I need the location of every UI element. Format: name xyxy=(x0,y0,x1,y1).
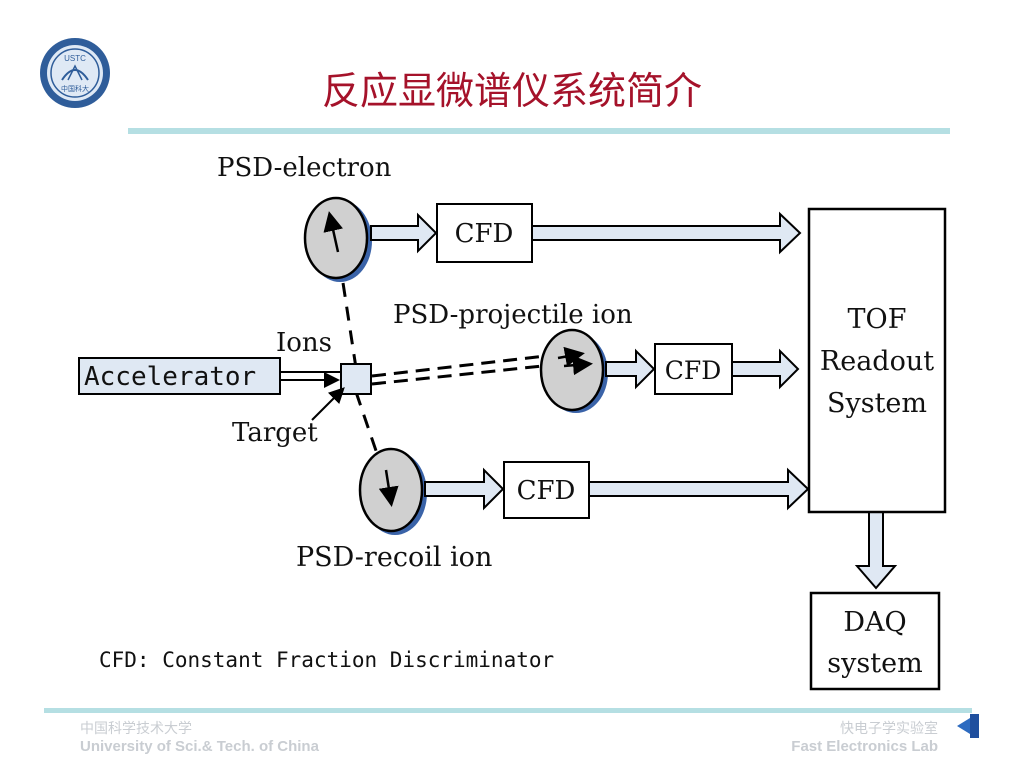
ustc-logo: USTC 中国科大 xyxy=(40,38,110,108)
daq-box xyxy=(809,591,941,691)
label-daq-line1: DAQ xyxy=(843,607,906,638)
label-psd-recoil: PSD-recoil ion xyxy=(296,542,492,573)
accelerator-box xyxy=(78,357,281,395)
arrow-cfd1-to-tof xyxy=(531,211,802,255)
arrow-cfd3-to-tof xyxy=(588,467,810,511)
footer-lab-cn: 快电子学实验室 xyxy=(840,720,938,736)
footer-university-en: University of Sci.& Tech. of China xyxy=(80,738,319,755)
label-cfd-electron: CFD xyxy=(455,219,514,249)
label-ions: Ions xyxy=(276,328,332,358)
cfd-box-projectile xyxy=(654,343,733,395)
label-daq-line2: system xyxy=(827,648,922,679)
psd-recoil-detector xyxy=(358,447,427,535)
label-tof-line1: TOF xyxy=(848,304,907,335)
label-accelerator: Accelerator xyxy=(84,362,256,392)
label-tof-line3: System xyxy=(827,388,927,419)
previous-slide-icon[interactable] xyxy=(955,712,981,740)
label-tof-line2: Readout xyxy=(820,346,934,377)
logo-text-bottom: 中国科大 xyxy=(61,84,89,93)
label-psd-electron: PSD-electron xyxy=(217,153,392,183)
arrow-tof-to-daq xyxy=(854,511,898,590)
psd-projectile-detector xyxy=(539,328,608,413)
tof-readout-box xyxy=(807,207,947,514)
slide-title: 反应显微谱仪系统简介 xyxy=(321,69,702,113)
psd-electron-detector xyxy=(303,196,372,282)
logo-text-top: USTC xyxy=(64,54,86,63)
arrow-cfd2-to-tof xyxy=(731,348,800,390)
projectile-trajectory xyxy=(371,350,581,386)
target-pointer xyxy=(311,387,345,421)
cfd-box-recoil xyxy=(503,461,590,519)
title-divider xyxy=(128,128,950,134)
label-cfd-projectile: CFD xyxy=(665,356,722,385)
arrow-recoil-to-cfd xyxy=(424,467,505,511)
footer-university-cn: 中国科学技术大学 xyxy=(80,720,192,736)
label-psd-projectile: PSD-projectile ion xyxy=(393,300,633,330)
cfd-box-electron xyxy=(436,203,533,263)
target-box xyxy=(340,363,372,395)
label-target: Target xyxy=(232,418,318,448)
footer-divider xyxy=(44,708,972,713)
footer-lab-en: Fast Electronics Lab xyxy=(791,738,938,755)
arrow-projectile-to-cfd xyxy=(605,348,656,390)
legend-cfd: CFD: Constant Fraction Discriminator xyxy=(99,648,554,672)
label-cfd-recoil: CFD xyxy=(517,476,576,506)
arrow-electron-to-cfd xyxy=(370,212,438,254)
